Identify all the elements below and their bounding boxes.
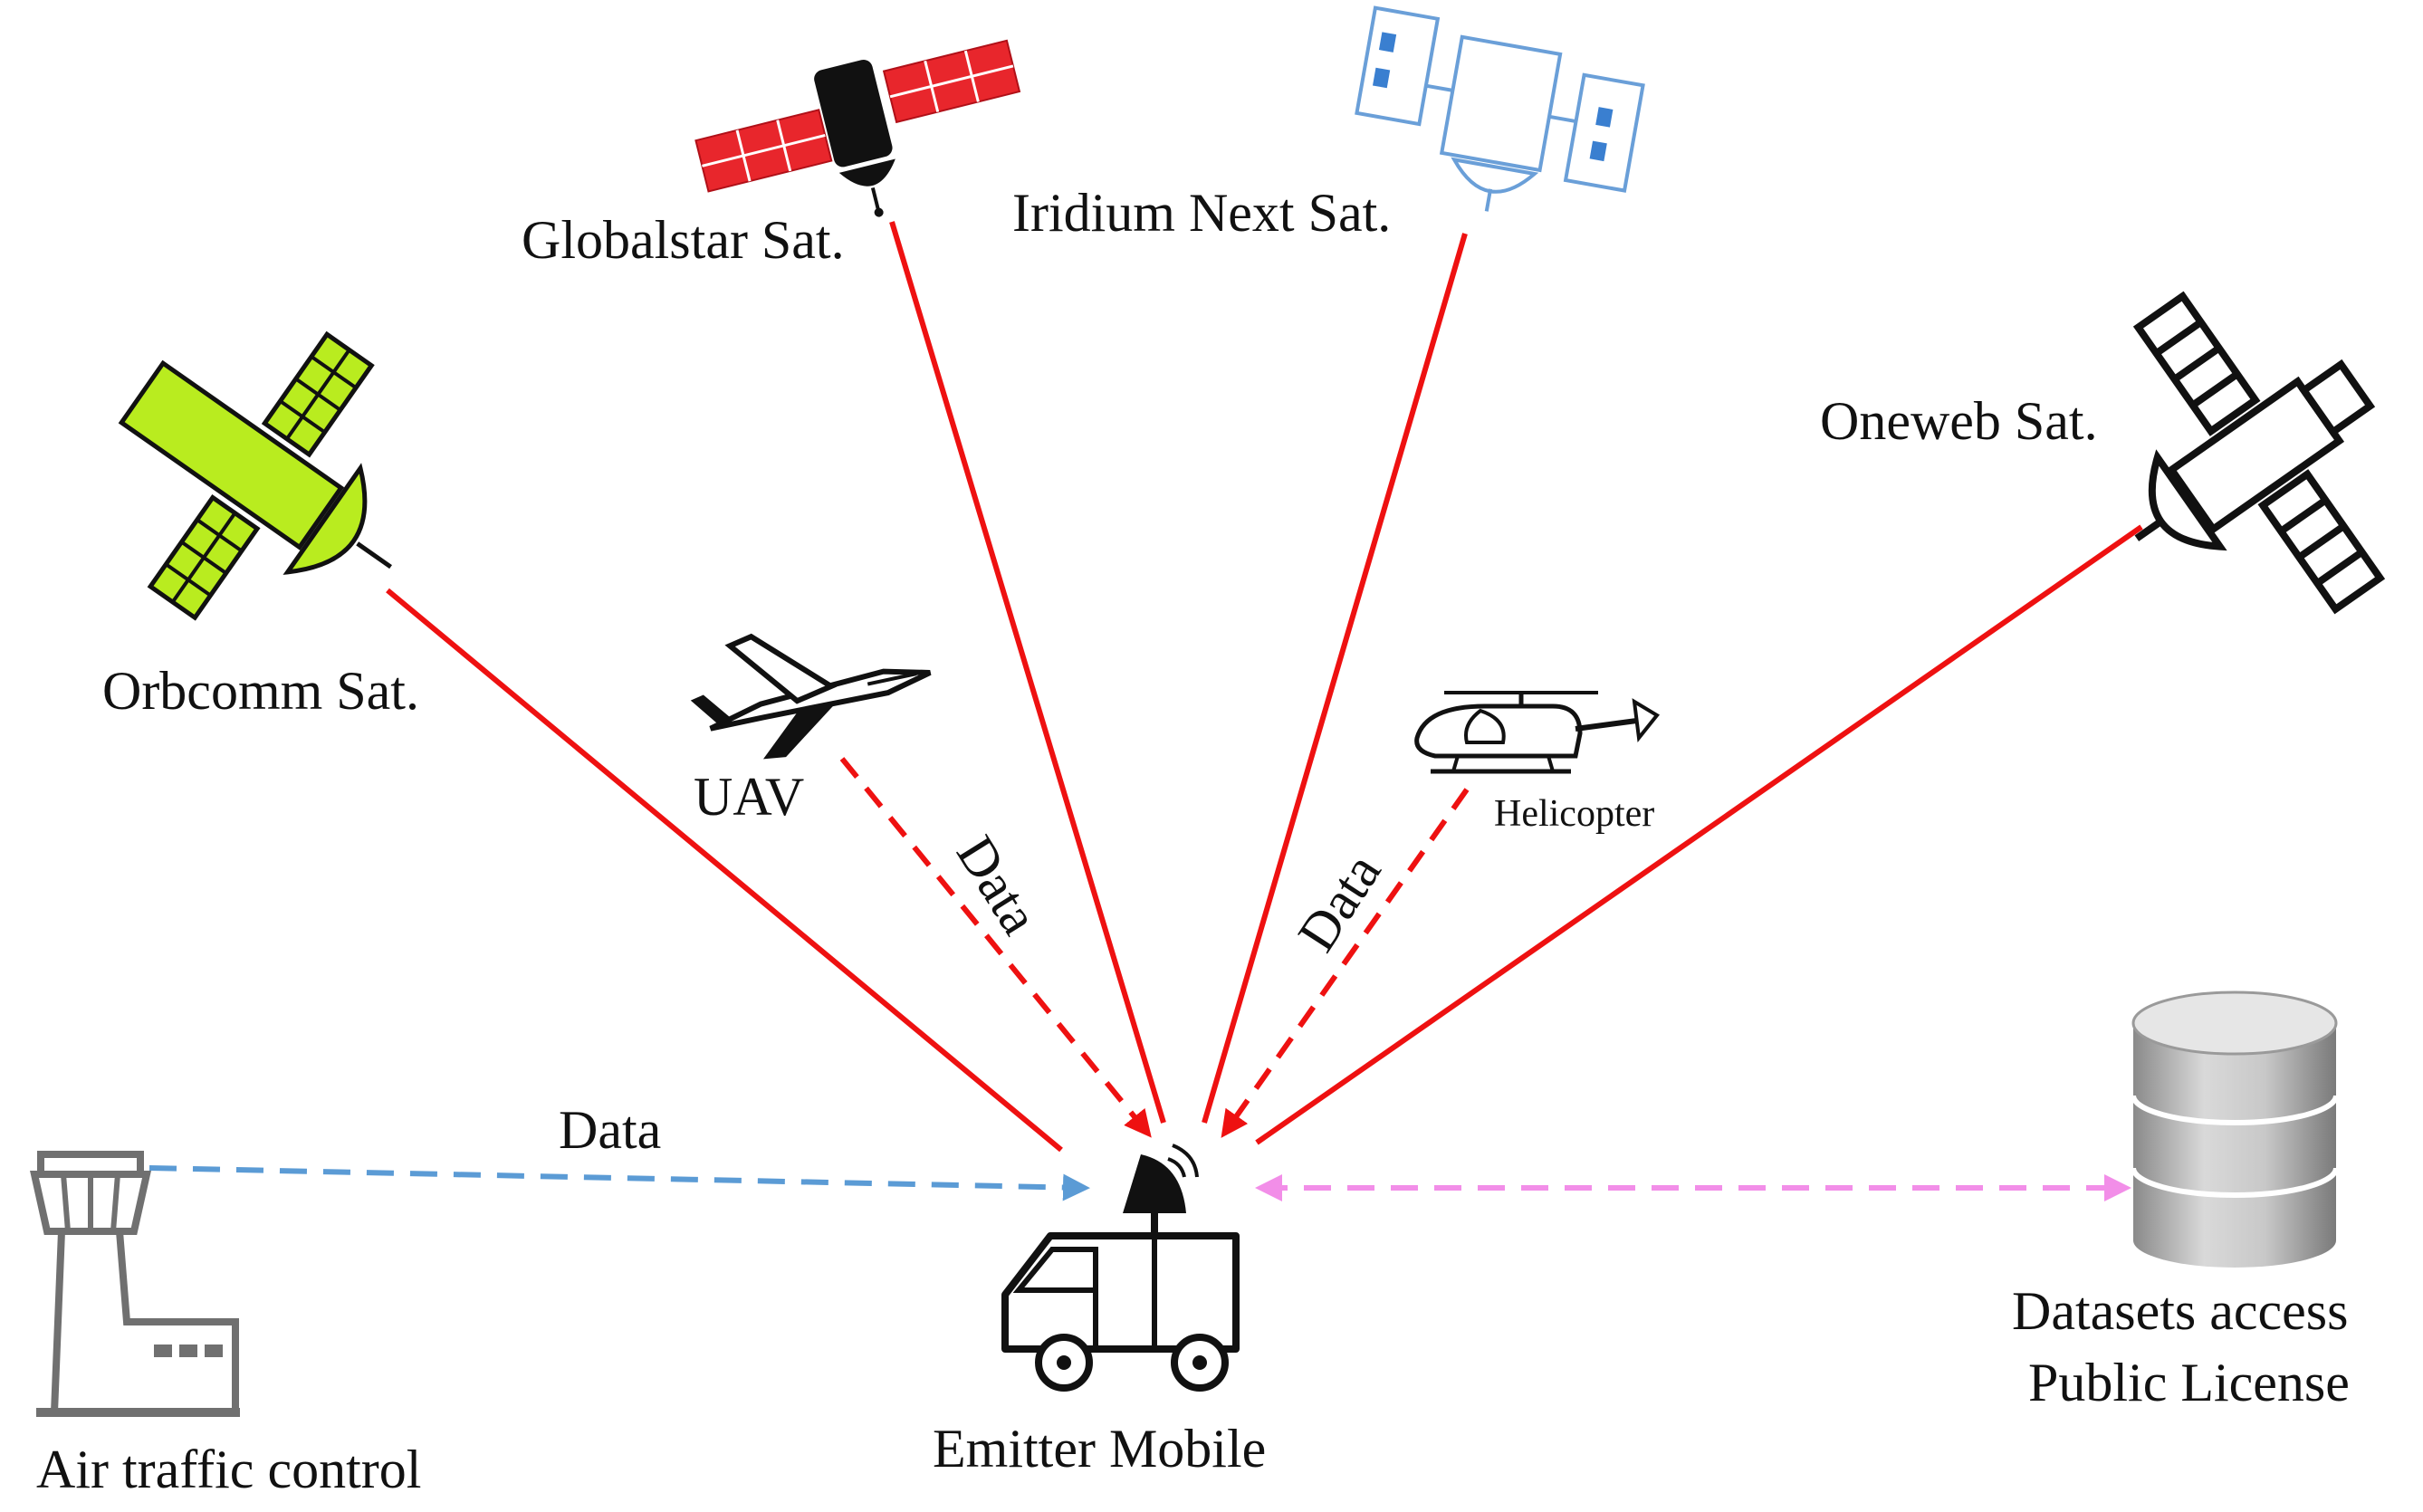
helicopter-data-label: Data [1287, 843, 1393, 962]
uav-data-label: Data [945, 826, 1050, 944]
control-tower-icon [30, 1151, 240, 1417]
van-with-dish-icon [1001, 1144, 1240, 1392]
orbcomm-panel-top [261, 330, 375, 458]
satellite-icon [694, 39, 1021, 217]
oneweb-label: Oneweb Sat. [1820, 391, 2098, 451]
iridium-label: Iridium Next Sat. [1012, 183, 1391, 243]
link-globalstar [889, 221, 1166, 1124]
link-uav [839, 757, 1152, 1138]
satellite-icon [118, 330, 392, 621]
atc-data-label: Data [559, 1100, 661, 1160]
orbcomm-label: Orbcomm Sat. [102, 661, 419, 721]
link-atc [148, 1165, 1090, 1201]
drone-plane-icon [690, 633, 932, 760]
atc-label: Air traffic control [36, 1440, 421, 1499]
datasets-label-line2: Public License [2028, 1353, 2350, 1412]
database-icon [2131, 990, 2339, 1268]
emitter-label: Emitter Mobile [933, 1419, 1266, 1479]
oneweb-panel-bottom [2257, 469, 2386, 615]
orbcomm-panel-bottom [147, 494, 261, 621]
globalstar-panel-left [694, 109, 833, 193]
satellite-icon [2132, 291, 2386, 615]
link-oneweb [1255, 524, 2143, 1145]
link-iridium [1202, 233, 1468, 1124]
oneweb-panel-top [2132, 291, 2261, 436]
helicopter-label: Helicopter [1494, 793, 1654, 835]
globalstar-label: Globalstar Sat. [522, 210, 845, 270]
helicopter-icon [1414, 691, 1660, 774]
globalstar-panel-right [882, 39, 1021, 124]
link-orbcomm [386, 588, 1063, 1153]
datasets-label-line1: Datasets access [2012, 1281, 2348, 1341]
link-helicopter [1221, 788, 1470, 1138]
satellite-icon [1355, 5, 1645, 212]
uav-label: UAV [694, 767, 804, 827]
